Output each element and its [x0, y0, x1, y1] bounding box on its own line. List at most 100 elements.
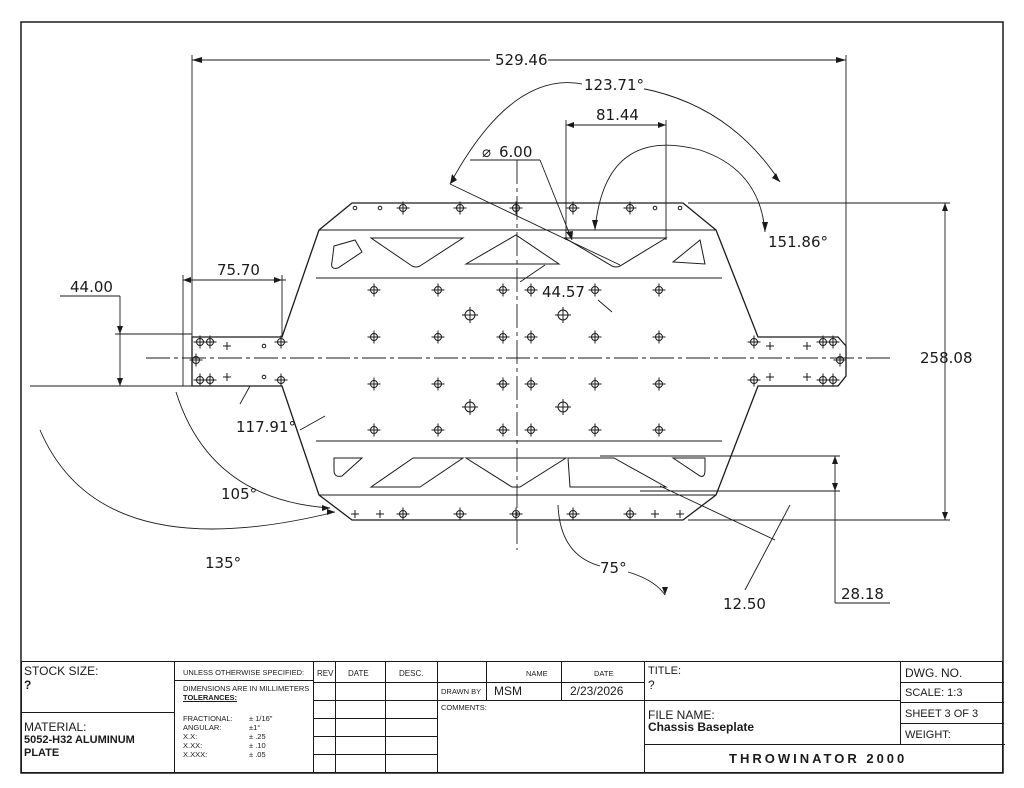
plus-mark [351, 510, 359, 518]
grid-hole-cross [524, 377, 538, 391]
end-hole-cross [274, 373, 288, 387]
grid-hole-cross [431, 377, 445, 391]
grid-hole-cross [431, 330, 445, 344]
end-hole-cross [747, 335, 761, 349]
edge-hole-cross [396, 201, 410, 215]
angle-arcs [39, 82, 781, 596]
mounting-holes [189, 201, 847, 521]
dim-28-18: 28.18 [841, 585, 884, 603]
edge-hole-cross [453, 507, 467, 521]
plus-mark [766, 342, 774, 350]
material-label: MATERIAL: [24, 720, 87, 734]
dim-12-50: 12.50 [723, 595, 766, 613]
drawn-by-label: DRAWN BY [441, 687, 482, 696]
tol-fractional-value: ± 1/16" [249, 714, 273, 723]
rev-desc-column: DESC. [385, 662, 438, 772]
dim-angle-117: 117.91° [236, 418, 296, 436]
edge-hole-cross [453, 201, 467, 215]
bottom-pockets [333, 457, 706, 488]
small-hole [677, 205, 683, 211]
end-hole-cross [826, 335, 840, 349]
arrowheads [117, 57, 948, 595]
stock-size-value: ? [24, 678, 32, 692]
grid-hole-cross [588, 377, 602, 391]
unless-specified: UNLESS OTHERWISE SPECIFIED: [183, 668, 305, 677]
edge-hole-cross [623, 201, 637, 215]
tolerance-cell: UNLESS OTHERWISE SPECIFIED: DIMENSIONS A… [174, 662, 314, 772]
grid-hole-cross [524, 330, 538, 344]
plus-mark [223, 342, 231, 350]
grid-hole-cross [652, 423, 666, 437]
rev-header: REV [317, 669, 334, 678]
grid-hole-cross [367, 377, 381, 391]
sheet-border [20, 21, 1004, 774]
small-hole [261, 374, 267, 380]
dwg-no-label: DWG. NO. [905, 666, 963, 680]
grid-hole-cross [431, 423, 445, 437]
plus-mark [803, 373, 811, 381]
weight-label: WEIGHT: [905, 729, 951, 741]
small-hole [652, 205, 658, 211]
tolerances-label: TOLERANCES: [183, 693, 238, 702]
dim-overall-width: 529.46 [495, 51, 548, 69]
grid-hole-cross [367, 283, 381, 297]
plus-mark [766, 373, 774, 381]
stock-size-label: STOCK SIZE: [24, 664, 99, 678]
comments-label: COMMENTS: [441, 703, 487, 712]
grid-hole-cross [524, 423, 538, 437]
crosshair-hole-cross [462, 307, 478, 323]
plus-mark [651, 510, 659, 518]
title-value: ? [648, 678, 655, 692]
dim-81-44: 81.44 [596, 106, 639, 124]
drawn-by-name: MSM [494, 684, 522, 698]
grid-hole-cross [588, 283, 602, 297]
tol-xx-value: ± .25 [249, 732, 266, 741]
title-block: STOCK SIZE: ? MATERIAL: 5052-H32 ALUMINU… [21, 661, 1005, 773]
dim-44-57: 44.57 [542, 283, 585, 301]
grid-hole-cross [496, 283, 510, 297]
title-file-cell: TITLE: ? FILE NAME: Chassis Baseplate TH… [644, 662, 1005, 772]
dims-in-mm: DIMENSIONS ARE IN MILLIMETERS [183, 684, 310, 693]
tol-angular-label: ANGULAR: [183, 723, 222, 732]
dim-overall-height: 258.08 [920, 349, 973, 367]
grid-hole-cross [496, 377, 510, 391]
plate-outline [191, 202, 847, 521]
edge-hole-cross [623, 507, 637, 521]
plus-mark [223, 373, 231, 381]
tol-xxxx-value: ± .05 [249, 750, 266, 759]
grid-hole-cross [496, 423, 510, 437]
end-hole-cross [747, 373, 761, 387]
end-hole-cross [203, 373, 217, 387]
rev-date-column: DATE [335, 662, 386, 772]
material-value-line1: 5052-H32 ALUMINUM [24, 734, 135, 746]
tol-angular-value: ±1° [249, 723, 261, 732]
title-label: TITLE: [648, 665, 682, 677]
drawn-by-cell: NAME DATE DRAWN BY MSM 2/23/2026 COMMENT… [437, 662, 645, 772]
dwg-info-cell: DWG. NO. SCALE: 1:3 SHEET 3 OF 3 WEIGHT: [900, 662, 1004, 745]
plus-mark [676, 510, 684, 518]
plus-mark [803, 342, 811, 350]
edge-hole-cross [396, 507, 410, 521]
small-hole [352, 205, 358, 211]
plus-mark [376, 510, 384, 518]
dim-angle-151: 151.86° [768, 233, 828, 251]
stock-material-cell: STOCK SIZE: ? MATERIAL: 5052-H32 ALUMINU… [22, 662, 174, 772]
edge-hole-cross [509, 507, 523, 521]
grid-hole-cross [588, 330, 602, 344]
end-hole-cross [826, 373, 840, 387]
dim-75-70: 75.70 [217, 261, 260, 279]
dim-44-00: 44.00 [70, 278, 113, 296]
dimension-lines [30, 55, 950, 604]
grid-hole-cross [652, 330, 666, 344]
dim-angle-75: 75° [600, 559, 627, 577]
grid-hole-cross [367, 423, 381, 437]
tol-xxx-value: ± .10 [249, 741, 266, 750]
dim-angle-105: 105° [221, 485, 257, 503]
material-value-line2: PLATE [24, 747, 60, 759]
small-hole [261, 343, 267, 349]
sheet: SHEET 3 OF 3 [905, 708, 979, 720]
file-name-label: FILE NAME: [648, 708, 715, 722]
grid-hole-cross [588, 423, 602, 437]
end-hole-cross [274, 335, 288, 349]
